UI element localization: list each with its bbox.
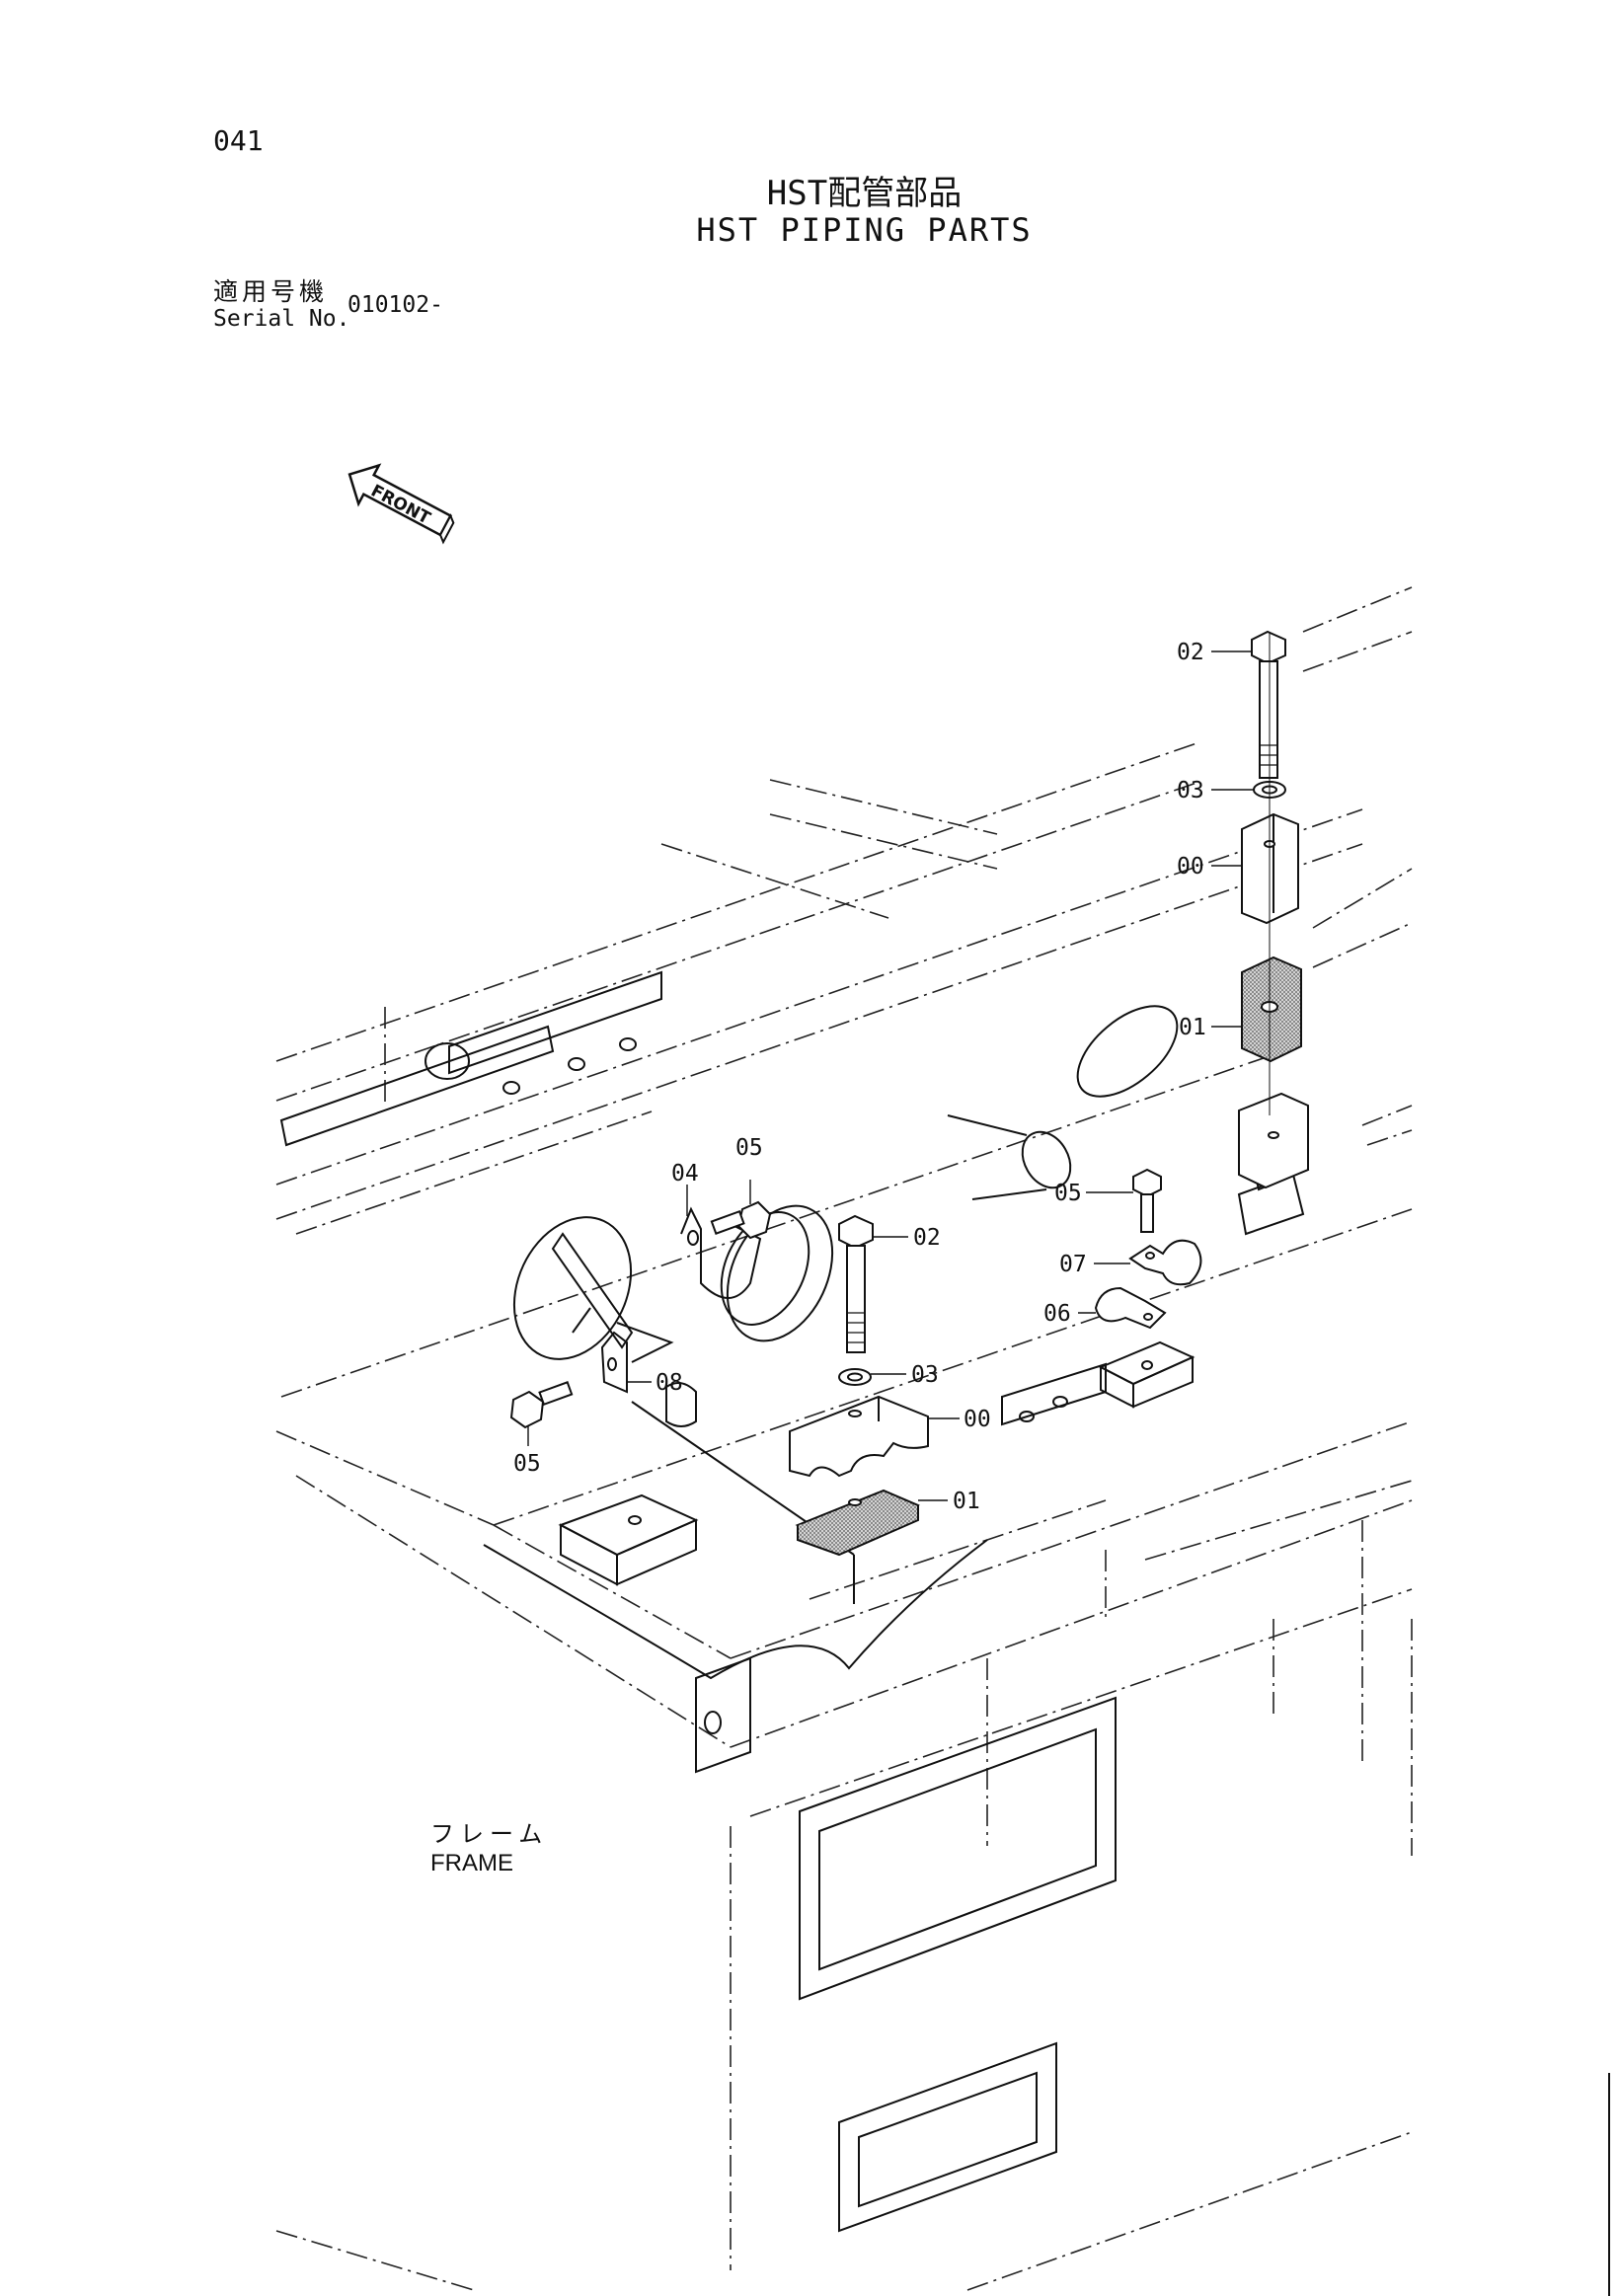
callout-01-mid: 01	[953, 1489, 980, 1514]
callout-08: 08	[656, 1370, 683, 1396]
serial-label-ja: 適用号機	[213, 277, 329, 306]
callout-03-top: 03	[1177, 778, 1204, 804]
page-title-ja: HST配管部品	[766, 174, 963, 213]
callout-03-mid: 03	[911, 1362, 939, 1388]
callout-06: 06	[1043, 1301, 1071, 1327]
serial-label-en: Serial No.	[213, 306, 350, 332]
bolt-05-middle	[710, 1200, 772, 1240]
clamp-bottom-01-middle	[795, 1489, 920, 1557]
callout-04: 04	[671, 1161, 699, 1186]
bolt-02-top	[1251, 630, 1286, 779]
callout-02-top: 02	[1177, 640, 1204, 665]
callout-00-top: 00	[1177, 854, 1204, 880]
page-number: 041	[213, 124, 264, 157]
bolt-02-middle	[838, 1214, 874, 1353]
callout-05-left: 05	[513, 1451, 541, 1477]
callout-05-mid: 05	[735, 1135, 763, 1161]
callout-02-mid: 02	[913, 1225, 941, 1251]
bolt-05-left	[509, 1381, 574, 1429]
frame-structure	[275, 586, 1413, 2291]
frame-solid-parts	[279, 970, 1310, 2233]
callout-05-right: 05	[1054, 1181, 1082, 1206]
frame-label-en: FRAME	[430, 1850, 513, 1876]
bolt-05-right	[1132, 1168, 1162, 1233]
mount-block-top-right	[1238, 1092, 1309, 1189]
clamp-top-00-middle	[789, 1395, 929, 1478]
callout-07: 07	[1059, 1252, 1087, 1277]
washer-03-middle	[838, 1368, 872, 1386]
callout-00-mid: 00	[964, 1407, 991, 1432]
callout-labels: 02 03 00 01 05 07 06 04 05 02 03 00 01 0…	[513, 640, 1206, 1514]
clamp-06	[1094, 1286, 1167, 1330]
clamp-07	[1128, 1239, 1202, 1286]
serial-number-value: 010102-	[347, 292, 443, 318]
page-title-en: HST PIPING PARTS	[696, 211, 1033, 249]
front-arrow-icon: FRONT	[347, 463, 455, 545]
clamp-bottom-01-top	[1241, 956, 1302, 1063]
callout-01-top: 01	[1179, 1015, 1206, 1040]
callout-leaders	[527, 651, 1254, 1501]
frame-label-ja: フレーム	[430, 1820, 549, 1848]
